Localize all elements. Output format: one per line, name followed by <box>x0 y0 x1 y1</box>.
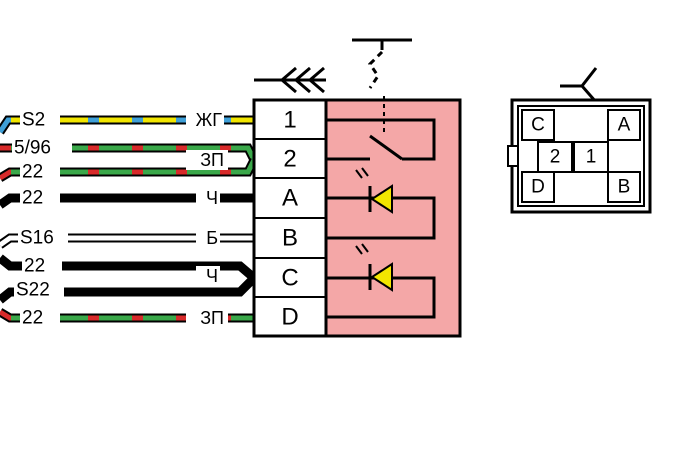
wire-22-zp-d <box>0 308 254 323</box>
switch-contact-icon <box>326 118 436 161</box>
led-indicator-icon <box>326 243 436 319</box>
pin-label: A <box>282 185 298 212</box>
plug-cell-label: 2 <box>550 147 561 168</box>
wire-label: 22 <box>24 256 45 277</box>
pin-label: D <box>281 304 298 331</box>
wire-labels: S2 ЖГ 5/96 22 ЗП 22 Ч S16 Б 22 Ч S22 22 … <box>12 110 228 329</box>
plug-cell-label: C <box>531 115 545 136</box>
connector-block: 1 2 A B C D <box>252 66 328 338</box>
wire-harness <box>0 115 259 323</box>
wire-code: ЗП <box>200 308 224 328</box>
plug-cell-label: D <box>531 177 545 198</box>
wire-code: Ч <box>206 188 218 208</box>
wire-code: ЗП <box>200 150 224 170</box>
switch-body <box>324 38 462 338</box>
plug-cell-label: A <box>618 115 631 136</box>
wire-label: 22 <box>22 162 43 183</box>
wire-code: ЖГ <box>196 110 223 130</box>
wire-label: 22 <box>22 308 43 329</box>
plug-cell-label: B <box>618 177 631 198</box>
wire-label: S22 <box>16 280 50 301</box>
wire-s22-c <box>0 274 258 304</box>
wire-5-96 <box>0 143 259 163</box>
wire-label: 5/96 <box>14 138 51 159</box>
pin-label: 2 <box>283 146 296 173</box>
plug-view: C A 2 1 D B <box>507 67 652 214</box>
pin-label: C <box>281 265 298 292</box>
wire-label: 22 <box>22 188 43 209</box>
wire-22-zp-top <box>0 157 259 182</box>
actuator-icon <box>352 38 412 132</box>
wire-label: S2 <box>22 110 45 131</box>
pin-label: 1 <box>283 107 296 134</box>
led-indicator-icon <box>326 167 436 240</box>
pin-label: B <box>282 225 298 252</box>
wire-code: Ч <box>206 266 218 286</box>
wire-label: S16 <box>20 228 54 249</box>
plug-symbol-icon <box>560 67 598 103</box>
wire-22-c-top <box>0 254 257 282</box>
wire-s2 <box>0 115 254 135</box>
wire-code: Б <box>206 228 218 248</box>
plug-cell-label: 1 <box>586 147 597 168</box>
wire-22-ch-a <box>0 193 254 209</box>
connector-symbol-icon <box>254 66 326 94</box>
wire-s16 <box>0 233 254 249</box>
